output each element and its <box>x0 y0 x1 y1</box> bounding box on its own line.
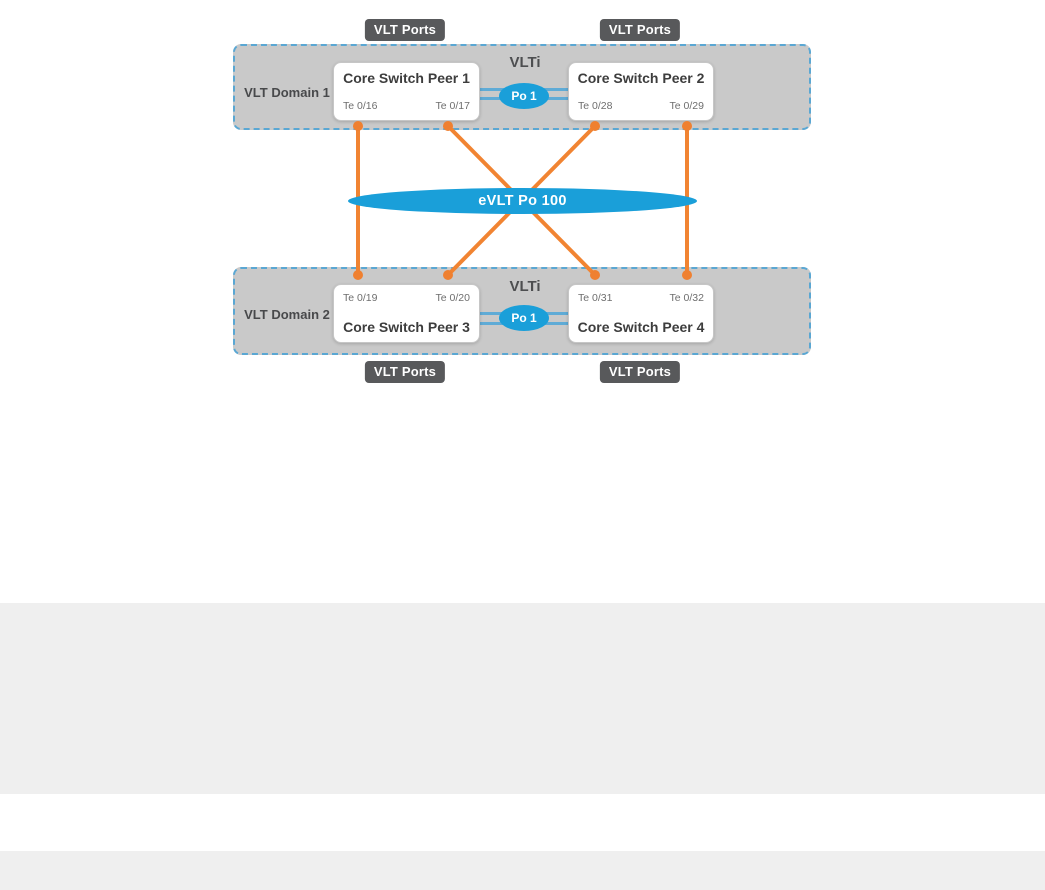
port-label: Te 0/28 <box>578 100 613 112</box>
po1-ellipse: Po 1 <box>499 305 549 331</box>
port-label: Te 0/20 <box>435 292 470 304</box>
vlt-domain-2: VLT Domain 2 VLTi Te 0/19 Te 0/20 Core S… <box>233 267 811 355</box>
port-label: Te 0/16 <box>343 100 378 112</box>
evlt-po100-ellipse: eVLT Po 100 <box>348 188 697 214</box>
vlti-label: VLTi <box>509 278 541 295</box>
port-label: Te 0/31 <box>578 292 613 304</box>
vlt-port-dot <box>443 270 453 280</box>
background-band <box>0 851 1045 890</box>
vlt-ports-badge-top-left: VLT Ports <box>364 19 446 41</box>
core-switch-peer-1: Core Switch Peer 1 Te 0/16 Te 0/17 <box>333 62 480 121</box>
vlt-domain-1: VLT Domain 1 VLTi Core Switch Peer 1 Te … <box>233 44 811 130</box>
core-switch-peer-2: Core Switch Peer 2 Te 0/28 Te 0/29 <box>568 62 714 121</box>
vlt-port-dot <box>682 270 692 280</box>
port-label: Te 0/17 <box>435 100 470 112</box>
vlt-ports-badge-bottom-right: VLT Ports <box>599 361 681 383</box>
vlt-port-dot <box>443 121 453 131</box>
port-label: Te 0/19 <box>343 292 378 304</box>
vlt-domain-1-label: VLT Domain 1 <box>244 85 330 100</box>
po1-ellipse: Po 1 <box>499 83 549 109</box>
vlt-ports-badge-top-right: VLT Ports <box>599 19 681 41</box>
core-switch-peer-3: Te 0/19 Te 0/20 Core Switch Peer 3 <box>333 284 480 343</box>
switch-title: Core Switch Peer 3 <box>343 319 470 335</box>
vlt-domain-2-label: VLT Domain 2 <box>244 307 330 322</box>
vlt-port-dot <box>353 270 363 280</box>
vlt-port-dot <box>590 121 600 131</box>
switch-title: Core Switch Peer 4 <box>577 319 705 335</box>
port-label: Te 0/29 <box>669 100 704 112</box>
vlti-label: VLTi <box>509 54 541 71</box>
vlt-port-dot <box>682 121 692 131</box>
port-label: Te 0/32 <box>669 292 704 304</box>
vlt-ports-badge-bottom-left: VLT Ports <box>364 361 446 383</box>
vlt-port-dot <box>590 270 600 280</box>
switch-title: Core Switch Peer 1 <box>343 70 470 86</box>
switch-title: Core Switch Peer 2 <box>577 70 705 86</box>
background-band <box>0 603 1045 794</box>
vlt-port-dot <box>353 121 363 131</box>
core-switch-peer-4: Te 0/31 Te 0/32 Core Switch Peer 4 <box>568 284 714 343</box>
